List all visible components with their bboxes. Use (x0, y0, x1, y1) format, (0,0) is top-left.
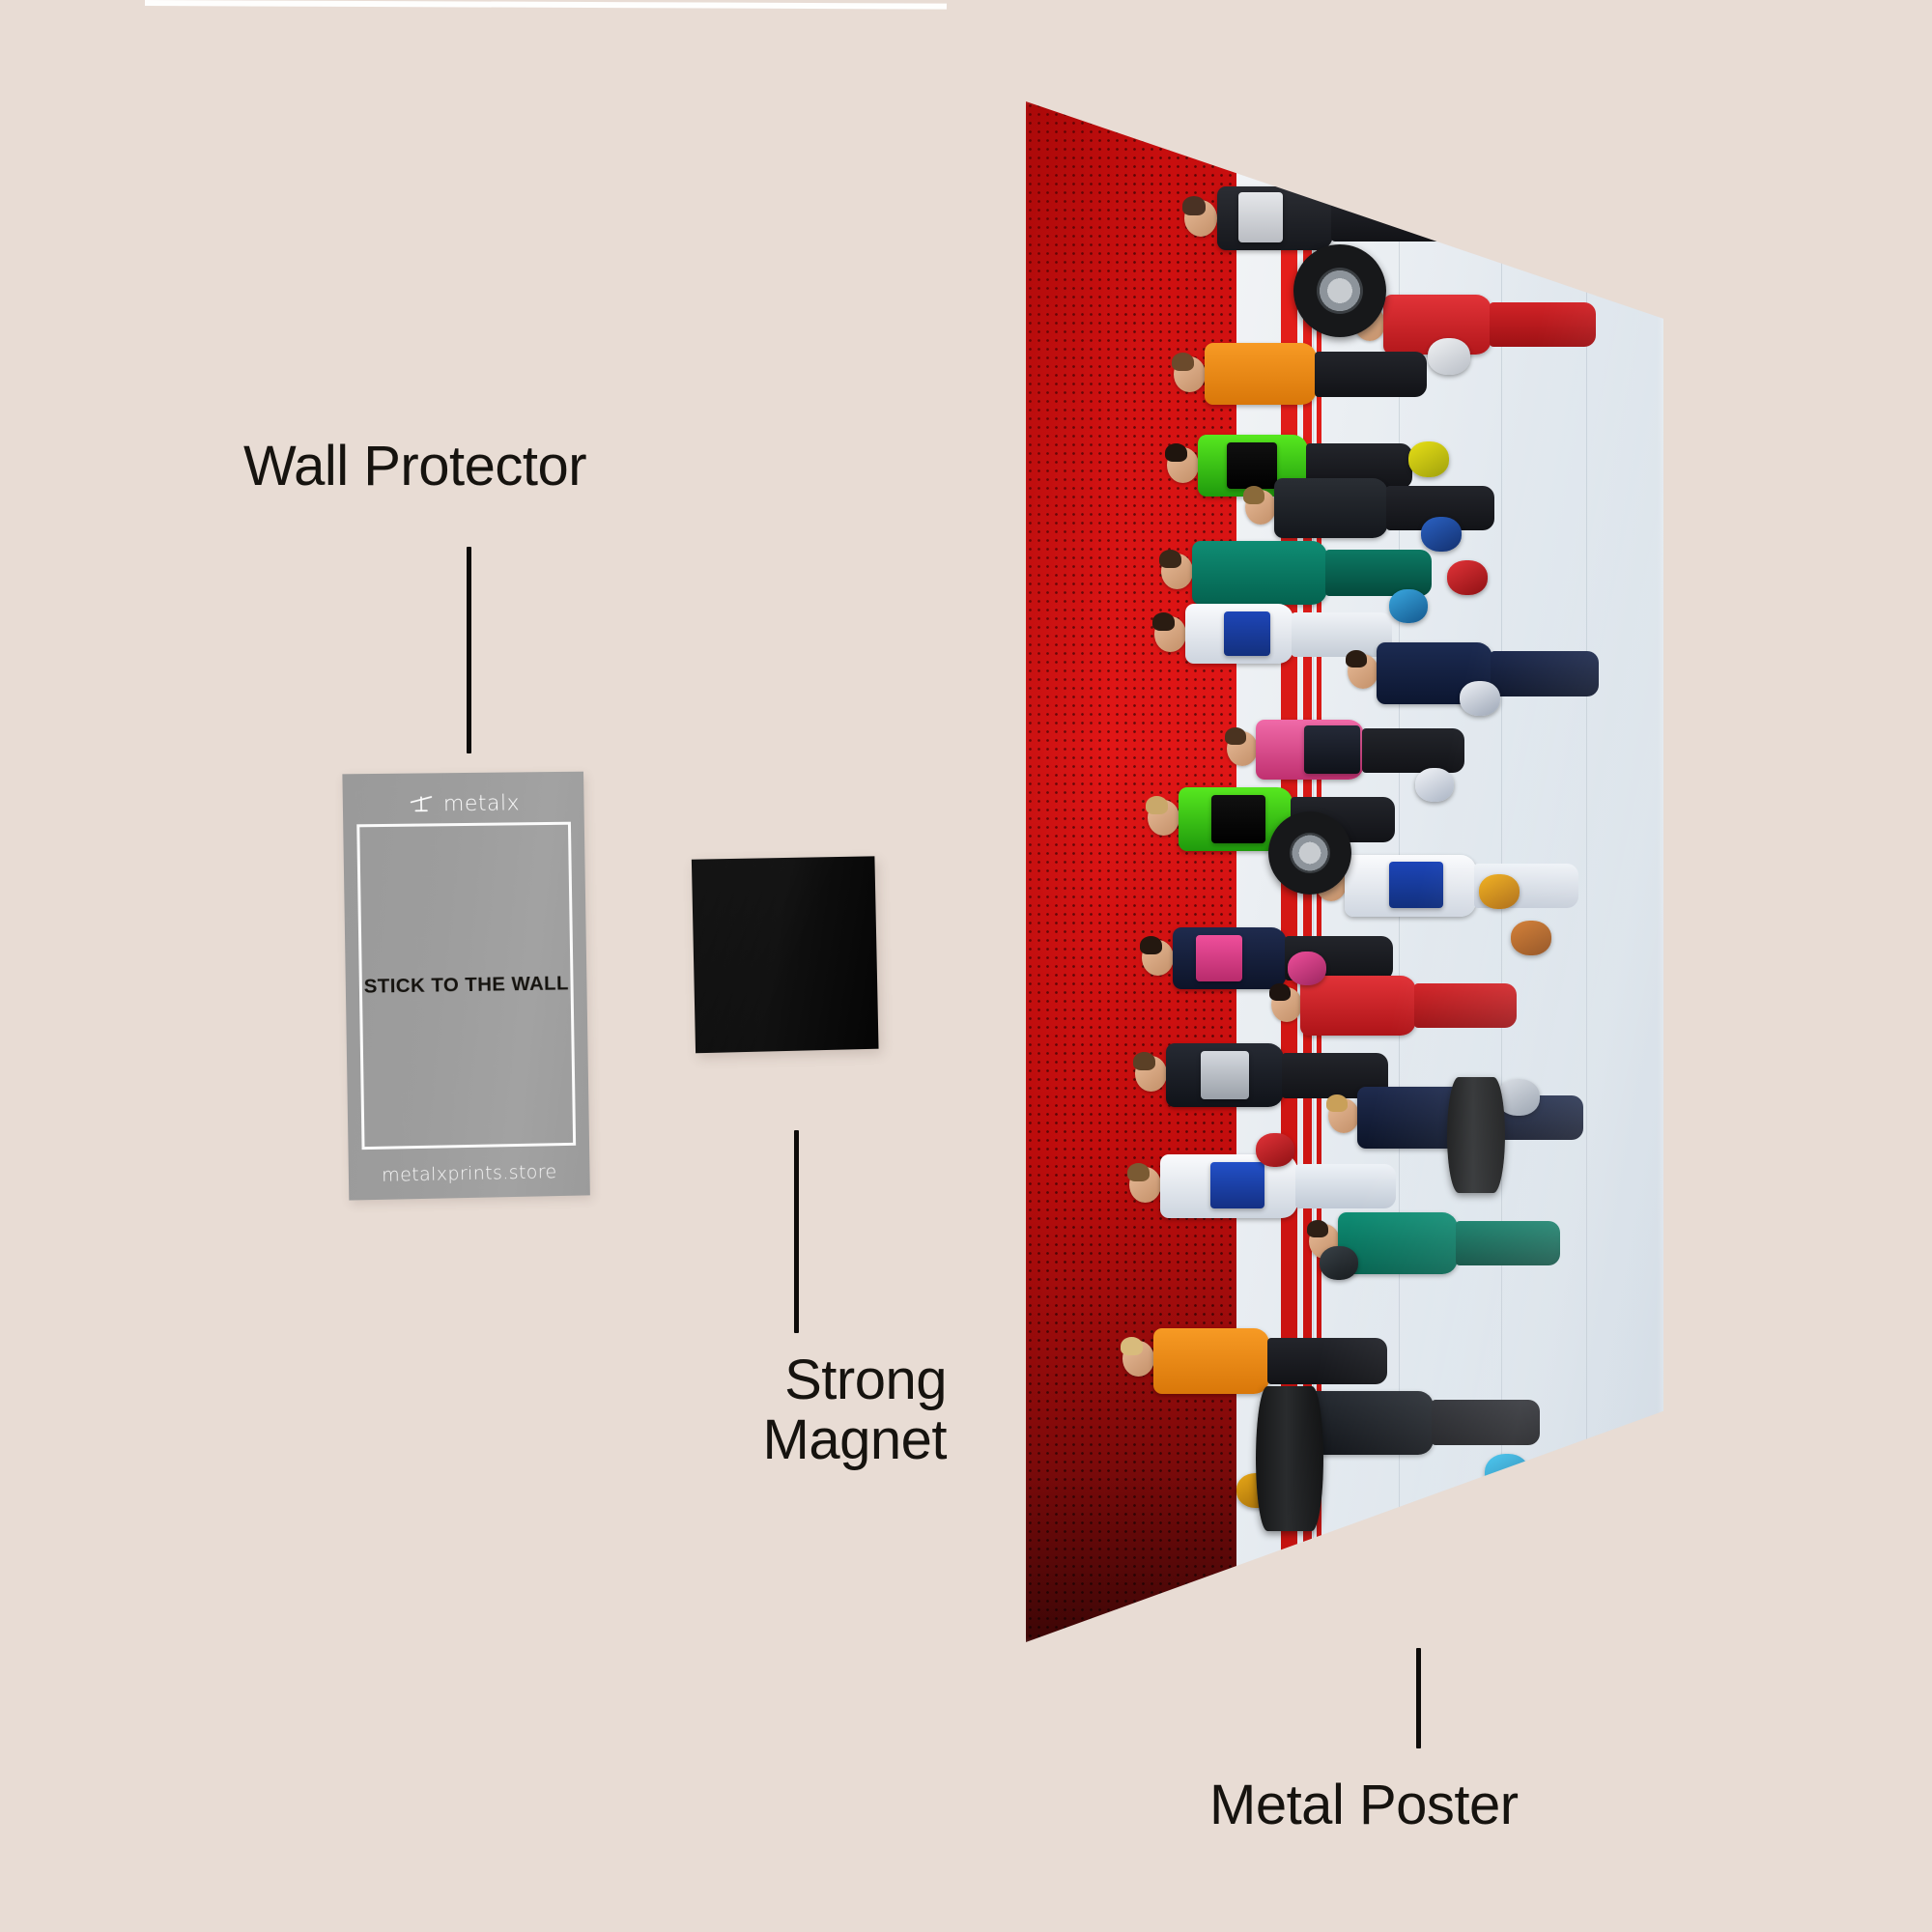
wall-protector-store-url: metalxprints.store (349, 1160, 590, 1186)
tyre (1256, 1386, 1323, 1531)
wall-protector-card[interactable]: metalx STICK TO THE WALL metalxprints.st… (342, 772, 589, 1201)
wall-protector-center-text: STICK TO THE WALL (346, 972, 587, 999)
leader-line-wall-protector (467, 547, 471, 753)
tyre (1293, 244, 1386, 337)
wall-protector-logo: metalx (343, 791, 584, 818)
tyre (1268, 811, 1351, 895)
helmet (1447, 560, 1488, 595)
metalx-cross-mark-icon (408, 795, 435, 814)
metal-poster-artwork (1026, 101, 1663, 1642)
helmet (1428, 338, 1470, 375)
helmet (1511, 921, 1551, 955)
callout-metal-poster-label: Metal Poster (1209, 1776, 1519, 1835)
callout-wall-protector: Wall Protector (243, 437, 586, 497)
helmet (1479, 874, 1520, 909)
poster-red-led-wall (1026, 101, 1236, 1642)
strong-magnet[interactable] (692, 856, 879, 1053)
helmet (1256, 1133, 1294, 1167)
metal-poster[interactable] (1026, 101, 1663, 1642)
callout-strong-magnet-label: Strong Magnet (686, 1350, 947, 1470)
callout-strong-magnet: Strong Magnet (686, 1350, 947, 1470)
helmet (1415, 768, 1454, 802)
helmet (1421, 517, 1462, 552)
callout-metal-poster: Metal Poster (1209, 1776, 1519, 1835)
strong-magnet-surface (692, 856, 879, 1053)
leader-line-strong-magnet (794, 1130, 799, 1333)
tyre (1447, 1077, 1505, 1193)
helmet (1288, 952, 1326, 985)
helmet (1320, 1246, 1358, 1280)
helmet (1485, 1454, 1529, 1492)
helmet (1389, 589, 1428, 623)
top-edge-sliver (145, 0, 947, 10)
callout-wall-protector-label: Wall Protector (243, 437, 586, 497)
leader-line-metal-poster (1416, 1648, 1421, 1748)
wall-protector-surface: metalx STICK TO THE WALL metalxprints.st… (342, 772, 589, 1201)
helmet (1497, 1079, 1540, 1116)
wall-protector-brand-text: metalx (443, 791, 520, 816)
helmet (1460, 681, 1500, 716)
helmet (1408, 441, 1449, 477)
